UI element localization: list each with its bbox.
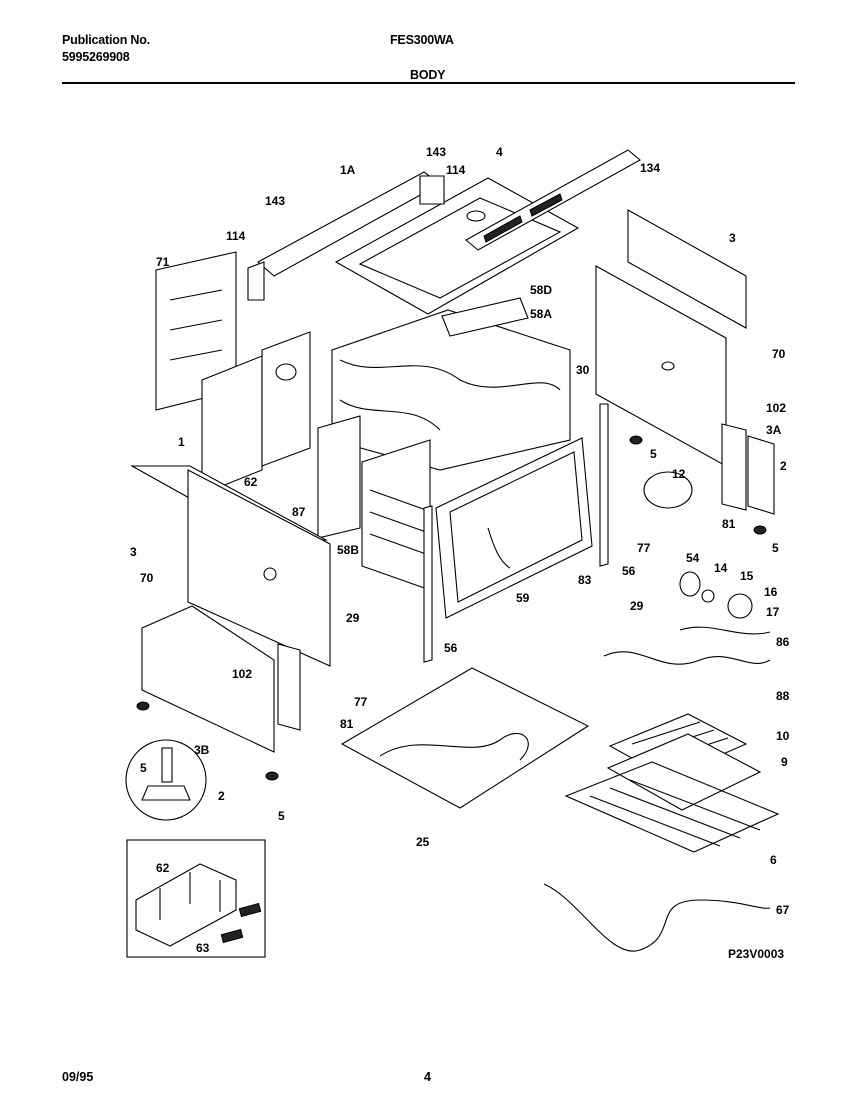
callout: 3B <box>194 743 210 757</box>
callout: 3A <box>766 423 782 437</box>
oven-light-assembly <box>679 571 753 619</box>
callout: 62 <box>244 475 258 489</box>
callout: 12 <box>672 467 686 481</box>
callout: 114 <box>446 163 466 177</box>
callout: 58A <box>530 307 552 321</box>
top-right-panel <box>627 209 747 329</box>
side-trims <box>423 403 609 663</box>
footer-date: 09/95 <box>62 1070 94 1084</box>
callout: 70 <box>140 571 154 585</box>
section-title: BODY <box>410 68 446 82</box>
callout: 114 <box>226 229 246 243</box>
right-side-channel <box>721 423 775 515</box>
callout: 102 <box>766 401 786 415</box>
callout: 56 <box>622 564 636 578</box>
base-panel <box>141 605 301 753</box>
callout: 58B <box>337 543 359 557</box>
oven-liner <box>331 297 571 471</box>
callout: 83 <box>578 573 592 587</box>
callout: 2 <box>780 459 787 473</box>
leveling-legs <box>136 435 767 781</box>
oven-front-frame <box>435 437 593 619</box>
fan-motor <box>643 471 693 509</box>
callout: 143 <box>265 194 285 208</box>
callout-labels: 143 143 114 114 1A 4 134 71 58D 58A 3 70… <box>130 145 790 955</box>
callout: 5 <box>278 809 285 823</box>
callout: 54 <box>686 551 700 565</box>
header-rule <box>62 82 795 84</box>
broil-element <box>603 626 771 665</box>
callout: 5 <box>140 761 147 775</box>
callout: 59 <box>516 591 530 605</box>
page-number: 4 <box>424 1070 431 1084</box>
bake-element <box>543 883 771 952</box>
callout: 29 <box>630 599 644 613</box>
callout: 17 <box>766 605 780 619</box>
callout: 143 <box>426 145 446 159</box>
callout: 81 <box>722 517 736 531</box>
callout: 16 <box>764 585 778 599</box>
oven-rack <box>564 761 780 853</box>
publication-number: 5995269908 <box>62 50 130 64</box>
side-panel <box>201 331 311 495</box>
callout: 70 <box>772 347 786 361</box>
callout: 63 <box>196 941 210 955</box>
callout: 6 <box>770 853 777 867</box>
terminal-block-inset <box>126 839 266 958</box>
broiler-pan <box>606 733 762 811</box>
oven-bottom <box>340 667 590 809</box>
callout: 102 <box>232 667 252 681</box>
callout: 77 <box>354 695 368 709</box>
drawing-code: P23V0003 <box>728 947 784 961</box>
callout: 2 <box>218 789 225 803</box>
callout: 71 <box>156 255 170 269</box>
callout: 81 <box>340 717 354 731</box>
leveling-leg-detail <box>125 739 207 821</box>
callout: 10 <box>776 729 790 743</box>
callout: 88 <box>776 689 790 703</box>
model-number: FES300WA <box>390 33 454 47</box>
callout: 4 <box>496 145 503 159</box>
callout: 5 <box>650 447 657 461</box>
rear-top-panel <box>247 171 445 301</box>
callout: 25 <box>416 835 430 849</box>
oven-cavity <box>361 439 431 591</box>
callout: 15 <box>740 569 754 583</box>
insulation-side <box>317 415 361 539</box>
callout: 3 <box>130 545 137 559</box>
callout: 3 <box>729 231 736 245</box>
callout: 134 <box>640 161 660 175</box>
lower-left-panel <box>129 465 331 667</box>
callout: 9 <box>781 755 788 769</box>
publication-label: Publication No. <box>62 33 150 47</box>
rear-trim <box>465 149 641 251</box>
callout: 30 <box>576 363 590 377</box>
callout: 1A <box>340 163 356 177</box>
callout: 67 <box>776 903 790 917</box>
callout: 1 <box>178 435 185 449</box>
callout: 77 <box>637 541 651 555</box>
callout: 62 <box>156 861 170 875</box>
callout: 58D <box>530 283 552 297</box>
callout: 5 <box>772 541 779 555</box>
callout: 86 <box>776 635 790 649</box>
callout: 87 <box>292 505 306 519</box>
callout: 14 <box>714 561 728 575</box>
callout: 29 <box>346 611 360 625</box>
callout: 56 <box>444 641 458 655</box>
